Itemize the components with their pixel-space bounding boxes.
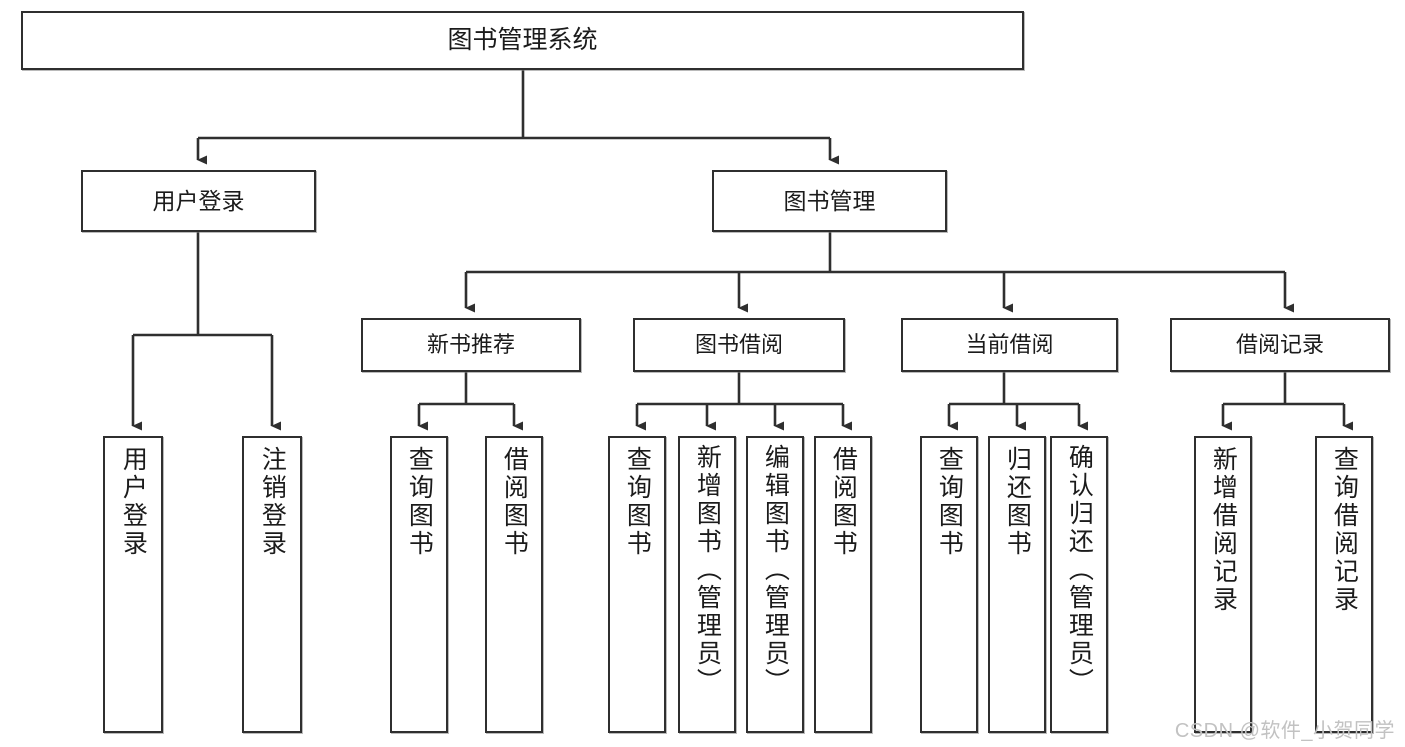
node-leaf-user-logout-label: 注销登录 xyxy=(258,446,287,558)
node-leaf-user-login[interactable]: 用户登录 xyxy=(103,436,163,733)
node-leaf-add-book-admin-label: 新增图书（管理员） xyxy=(693,444,722,696)
node-leaf-confirm-return-admin[interactable]: 确认归还（管理员） xyxy=(1050,436,1108,733)
node-leaf-add-borrow-record[interactable]: 新增借阅记录 xyxy=(1194,436,1252,733)
node-book-manage-label: 图书管理 xyxy=(783,187,876,214)
node-leaf-user-logout[interactable]: 注销登录 xyxy=(242,436,302,733)
node-leaf-user-login-label: 用户登录 xyxy=(119,446,148,558)
node-leaf-add-book-admin[interactable]: 新增图书（管理员） xyxy=(678,436,736,733)
node-borrow-record-label: 借阅记录 xyxy=(1235,332,1324,358)
node-book-borrow[interactable]: 图书借阅 xyxy=(633,318,845,372)
node-current-borrow-label: 当前借阅 xyxy=(965,332,1054,358)
node-leaf-return-book-label: 归还图书 xyxy=(1003,446,1032,558)
node-leaf-edit-book-admin[interactable]: 编辑图书（管理员） xyxy=(746,436,804,733)
node-leaf-borrow-book-2-label: 借阅图书 xyxy=(829,446,858,558)
node-borrow-record[interactable]: 借阅记录 xyxy=(1170,318,1390,372)
node-user-login[interactable]: 用户登录 xyxy=(81,170,316,232)
node-leaf-confirm-return-admin-label: 确认归还（管理员） xyxy=(1065,444,1094,696)
node-leaf-query-book-3[interactable]: 查询图书 xyxy=(920,436,978,733)
node-leaf-query-book-2[interactable]: 查询图书 xyxy=(608,436,666,733)
node-book-manage[interactable]: 图书管理 xyxy=(712,170,947,232)
node-leaf-query-book-1-label: 查询图书 xyxy=(405,446,434,558)
node-leaf-borrow-book-2[interactable]: 借阅图书 xyxy=(814,436,872,733)
node-user-login-label: 用户登录 xyxy=(152,187,245,214)
node-leaf-query-borrow-record-label: 查询借阅记录 xyxy=(1330,446,1359,614)
node-leaf-borrow-book-1-label: 借阅图书 xyxy=(500,446,529,558)
node-leaf-query-book-2-label: 查询图书 xyxy=(623,446,652,558)
node-new-book-recommend-label: 新书推荐 xyxy=(426,332,515,358)
node-leaf-query-book-3-label: 查询图书 xyxy=(935,446,964,558)
node-leaf-add-borrow-record-label: 新增借阅记录 xyxy=(1209,446,1238,614)
node-book-borrow-label: 图书借阅 xyxy=(694,332,783,358)
node-leaf-edit-book-admin-label: 编辑图书（管理员） xyxy=(761,444,790,696)
node-leaf-query-borrow-record[interactable]: 查询借阅记录 xyxy=(1315,436,1373,733)
node-root-label: 图书管理系统 xyxy=(447,26,598,55)
node-leaf-borrow-book-1[interactable]: 借阅图书 xyxy=(485,436,543,733)
node-new-book-recommend[interactable]: 新书推荐 xyxy=(361,318,581,372)
node-current-borrow[interactable]: 当前借阅 xyxy=(901,318,1118,372)
node-root[interactable]: 图书管理系统 xyxy=(21,11,1024,70)
node-leaf-return-book[interactable]: 归还图书 xyxy=(988,436,1046,733)
node-leaf-query-book-1[interactable]: 查询图书 xyxy=(390,436,448,733)
